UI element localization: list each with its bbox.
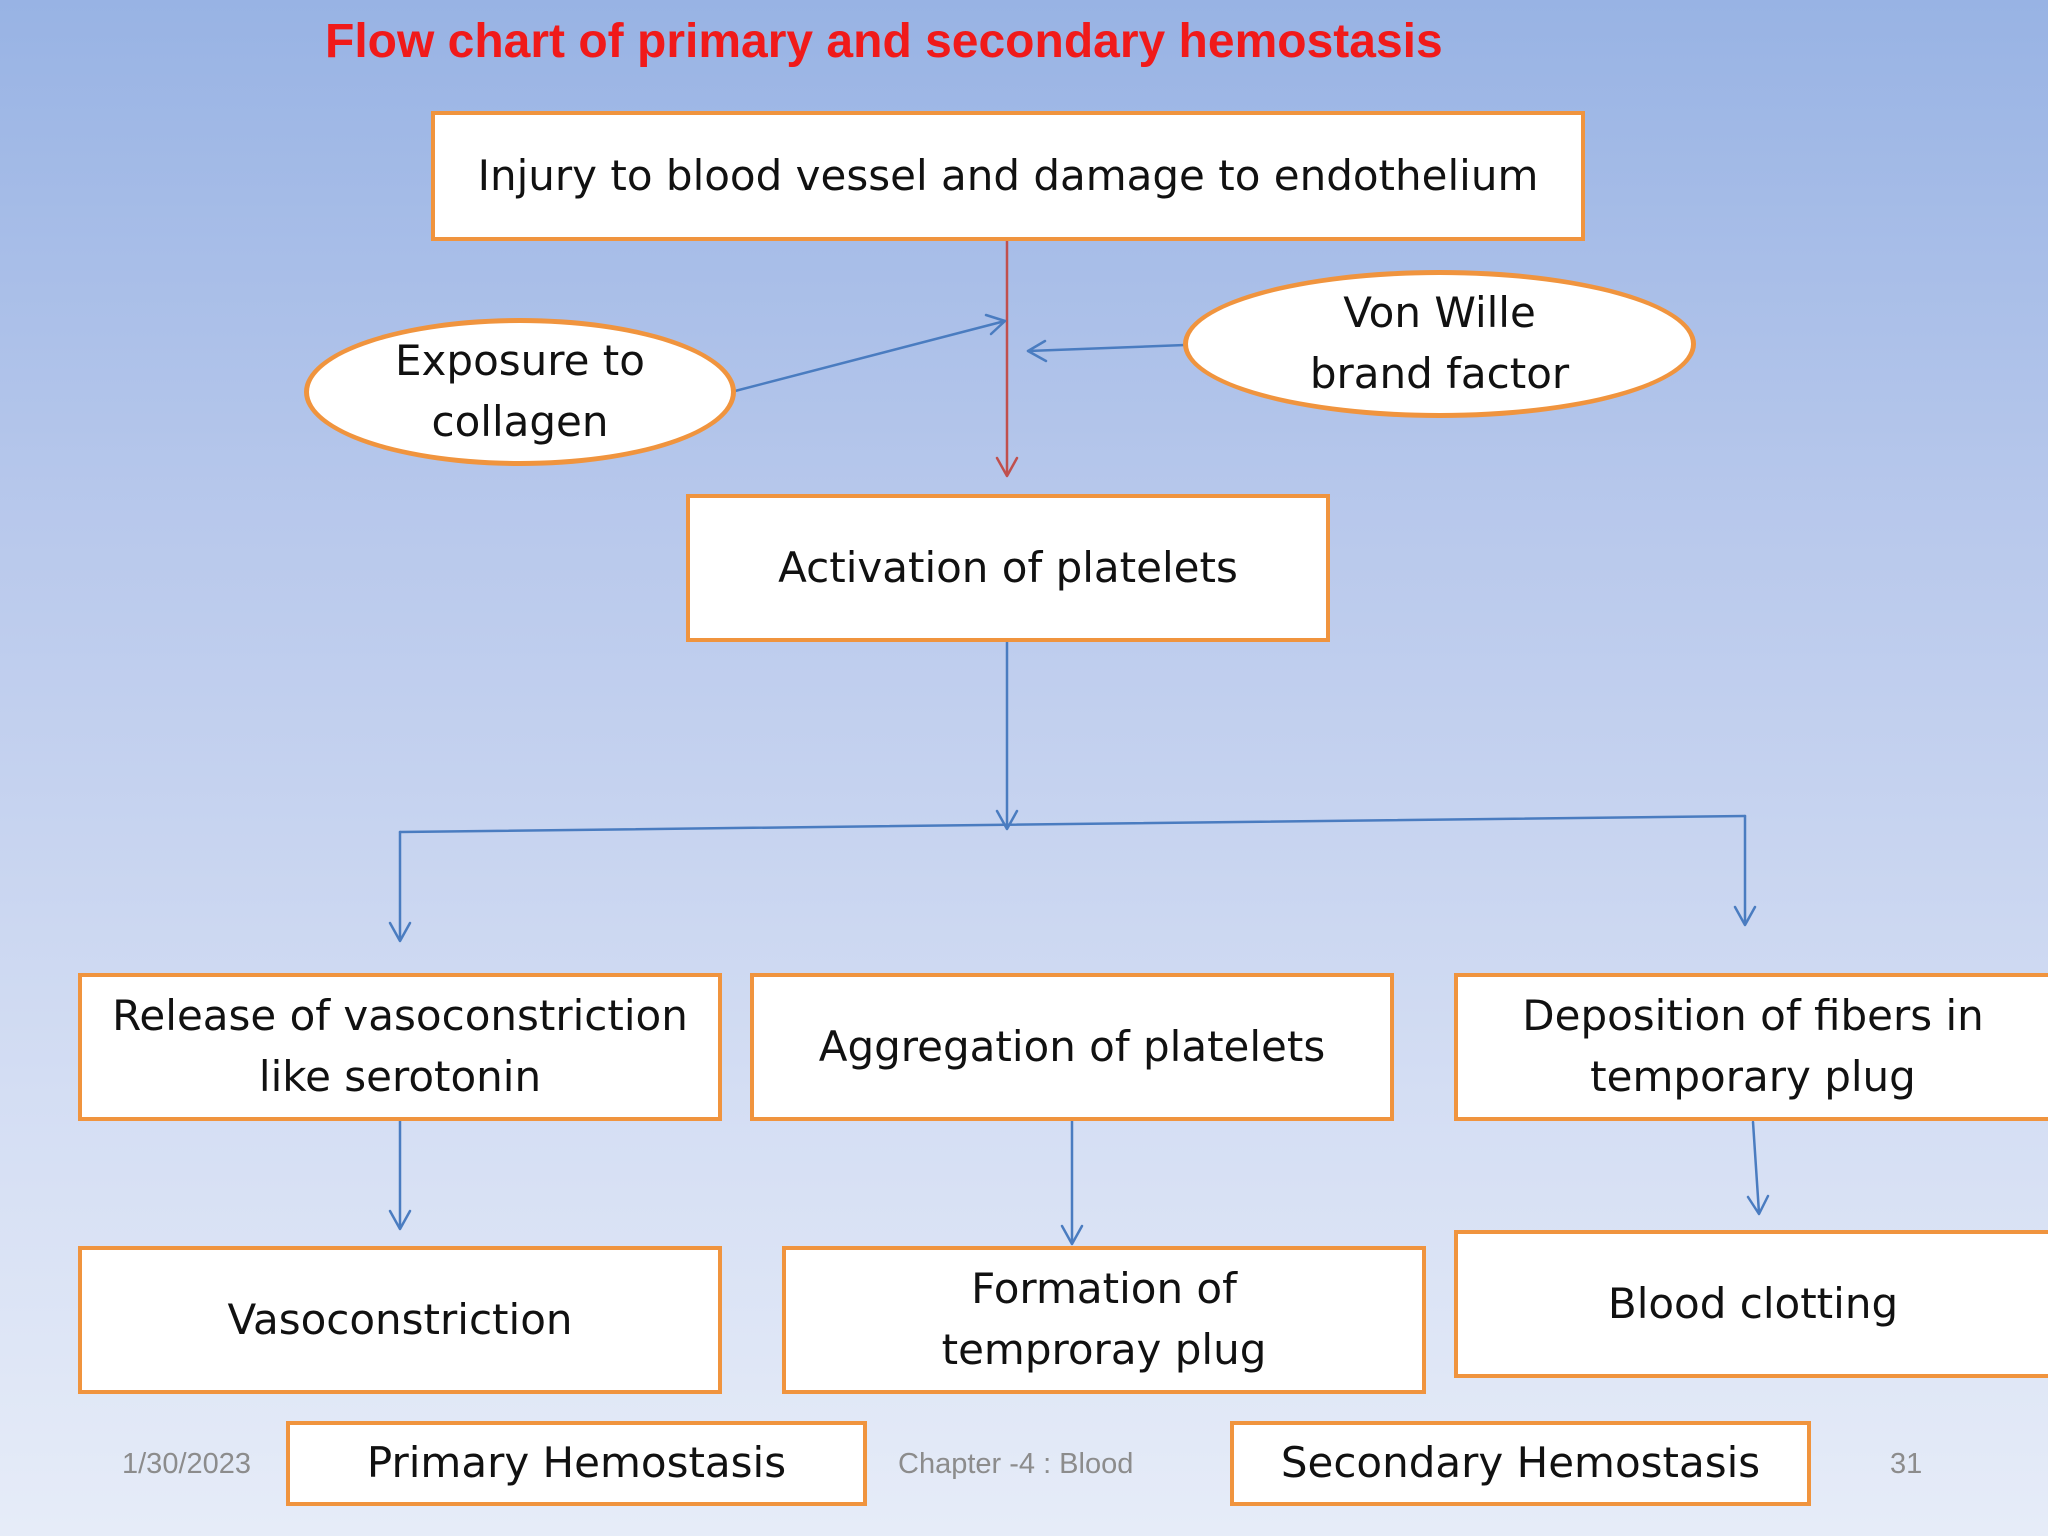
arrow-branch-to-deposition xyxy=(1733,814,1757,927)
box-activation-text: Activation of platelets xyxy=(778,542,1238,592)
box-formation: Formation of temproray plug xyxy=(782,1246,1426,1394)
page-title: Flow chart of primary and secondary hemo… xyxy=(325,15,1443,68)
footer-page-number: 31 xyxy=(1890,1448,1923,1480)
arrow-deposition-to-clotting xyxy=(1746,1120,1770,1216)
arrow-aggregation-to-formation xyxy=(1060,1118,1084,1246)
legend-secondary: Secondary Hemostasis xyxy=(1230,1421,1811,1506)
box-deposition-text: Deposition of fibers in temporary plug xyxy=(1522,991,1984,1101)
box-formation-text: Formation of temproray plug xyxy=(941,1264,1267,1374)
oval-collagen-text: Exposure to collagen xyxy=(395,336,645,446)
box-clotting: Blood clotting xyxy=(1454,1230,2048,1378)
oval-collagen: Exposure to collagen xyxy=(304,318,736,466)
arrow-activation-to-junction xyxy=(995,639,1019,831)
box-activation: Activation of platelets xyxy=(686,494,1330,642)
box-clotting-text: Blood clotting xyxy=(1607,1278,1899,1328)
arrow-vwf-to-line xyxy=(1026,339,1187,363)
box-vasoconstriction-text: Vasoconstriction xyxy=(227,1294,573,1344)
branch-line xyxy=(398,814,1747,834)
box-aggregation-text: Aggregation of platelets xyxy=(818,1021,1326,1071)
box-vasoconstriction: Vasoconstriction xyxy=(78,1246,722,1394)
box-deposition: Deposition of fibers in temporary plug xyxy=(1454,973,2048,1121)
oval-vwf-text: Von Wille brand factor xyxy=(1309,288,1570,398)
box-aggregation: Aggregation of platelets xyxy=(750,973,1394,1121)
box-injury: Injury to blood vessel and damage to end… xyxy=(431,111,1585,241)
arrow-collagen-to-line xyxy=(733,313,1007,393)
arrow-injury-to-activation xyxy=(995,239,1019,478)
box-injury-text: Injury to blood vessel and damage to end… xyxy=(477,150,1539,200)
arrow-branch-to-release xyxy=(388,830,412,943)
legend-primary: Primary Hemostasis xyxy=(286,1421,867,1506)
footer-date: 1/30/2023 xyxy=(122,1448,252,1480)
footer-chapter: Chapter -4 : Blood xyxy=(898,1448,1134,1480)
oval-vwf: Von Wille brand factor xyxy=(1183,270,1696,418)
legend-secondary-text: Secondary Hemostasis xyxy=(1280,1438,1761,1488)
legend-primary-text: Primary Hemostasis xyxy=(366,1438,787,1488)
box-release: Release of vasoconstriction like seroton… xyxy=(78,973,722,1121)
box-release-text: Release of vasoconstriction like seroton… xyxy=(112,991,688,1101)
